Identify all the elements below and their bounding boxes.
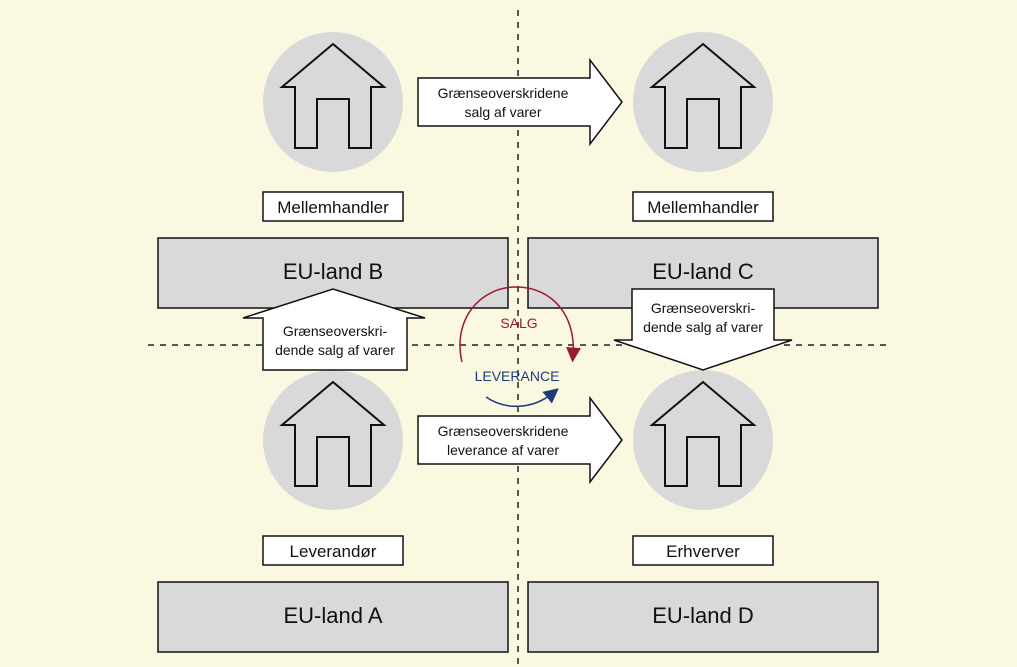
arrow-up-line1: Grænseoverskri-: [283, 323, 388, 339]
salg-arc: [459, 286, 582, 363]
house-icon: [279, 380, 387, 487]
country-box-d: EU-land D: [527, 581, 879, 653]
arrow-bottom-line1: Grænseoverskridene: [438, 423, 569, 439]
arrow-bottom-delivery: Grænseoverskridene leverance af varer: [417, 395, 623, 485]
node-bottom-left: [263, 370, 403, 510]
house-icon: [649, 380, 757, 487]
role-label-bottom-right: Erhverver: [632, 535, 774, 566]
country-box-a: EU-land A: [157, 581, 509, 653]
leverance-arc: [485, 388, 559, 408]
house-icon: [649, 42, 757, 149]
arrow-top-line1: Grænseoverskridene: [438, 85, 569, 101]
house-icon: [279, 42, 387, 149]
arrow-bottom-line2: leverance af varer: [447, 442, 559, 458]
role-text-bottom-left: Leverandør: [290, 542, 377, 561]
country-label-c: EU-land C: [652, 259, 754, 284]
arrow-top-sale: Grænseoverskridene salg af varer: [417, 57, 623, 147]
salg-label: SALG: [500, 315, 537, 331]
role-text-top-left: Mellemhandler: [277, 198, 389, 217]
arrow-down-sale: Grænseoverskri- dende salg af varer: [613, 288, 793, 371]
node-top-left: [263, 32, 403, 172]
arrow-up-sale: Grænseoverskri- dende salg af varer: [242, 288, 426, 371]
role-text-bottom-right: Erhverver: [666, 542, 740, 561]
node-top-right: [633, 32, 773, 172]
role-text-top-right: Mellemhandler: [647, 198, 759, 217]
leverance-label: LEVERANCE: [475, 368, 560, 384]
role-label-bottom-left: Leverandør: [262, 535, 404, 566]
arrow-down-line2: dende salg af varer: [643, 319, 763, 335]
role-label-top-right: Mellemhandler: [632, 191, 774, 222]
country-label-b: EU-land B: [283, 259, 383, 284]
arrow-up-line2: dende salg af varer: [275, 342, 395, 358]
arrow-top-line2: salg af varer: [464, 104, 541, 120]
node-bottom-right: [633, 370, 773, 510]
role-label-top-left: Mellemhandler: [262, 191, 404, 222]
country-label-a: EU-land A: [283, 603, 382, 628]
arrow-down-line1: Grænseoverskri-: [651, 300, 756, 316]
country-label-d: EU-land D: [652, 603, 753, 628]
